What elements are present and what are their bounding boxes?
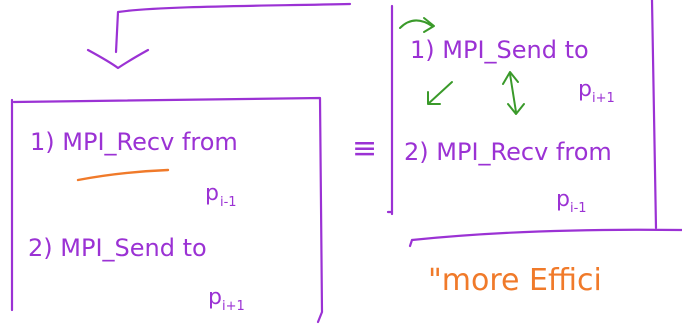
connector-line bbox=[114, 2, 352, 54]
green-double-arrow-icon bbox=[502, 71, 525, 115]
green-diagonal-arrow-icon bbox=[427, 81, 453, 105]
right-step1-text: 1) MPI_Send to bbox=[410, 36, 589, 64]
note-text: "more Effici bbox=[428, 263, 602, 298]
left-step2-text: 2) MPI_Send to bbox=[28, 234, 207, 262]
right-step1-subscript: i+1 bbox=[592, 91, 615, 106]
right-step2-process: p bbox=[556, 187, 570, 212]
right-step2-text: 2) MPI_Recv from bbox=[404, 138, 612, 166]
right-step1-process: p bbox=[578, 77, 592, 102]
right-box-border bbox=[386, 0, 658, 230]
note-bracket-line bbox=[408, 228, 682, 248]
right-step2-subscript: i-1 bbox=[570, 201, 587, 216]
left-underline-mark bbox=[76, 168, 170, 182]
left-step2-subscript: i+1 bbox=[222, 299, 245, 314]
left-step1-process: p bbox=[205, 181, 219, 206]
left-step1-subscript: i-1 bbox=[220, 195, 237, 210]
left-box-border bbox=[10, 96, 324, 324]
left-step2-process: p bbox=[208, 285, 222, 310]
green-curved-arrow-icon bbox=[399, 17, 435, 33]
connector-arrow-icon bbox=[86, 48, 150, 70]
left-step1-text: 1) MPI_Recv from bbox=[30, 128, 238, 156]
equivalence-symbol: ≡ bbox=[352, 131, 377, 166]
